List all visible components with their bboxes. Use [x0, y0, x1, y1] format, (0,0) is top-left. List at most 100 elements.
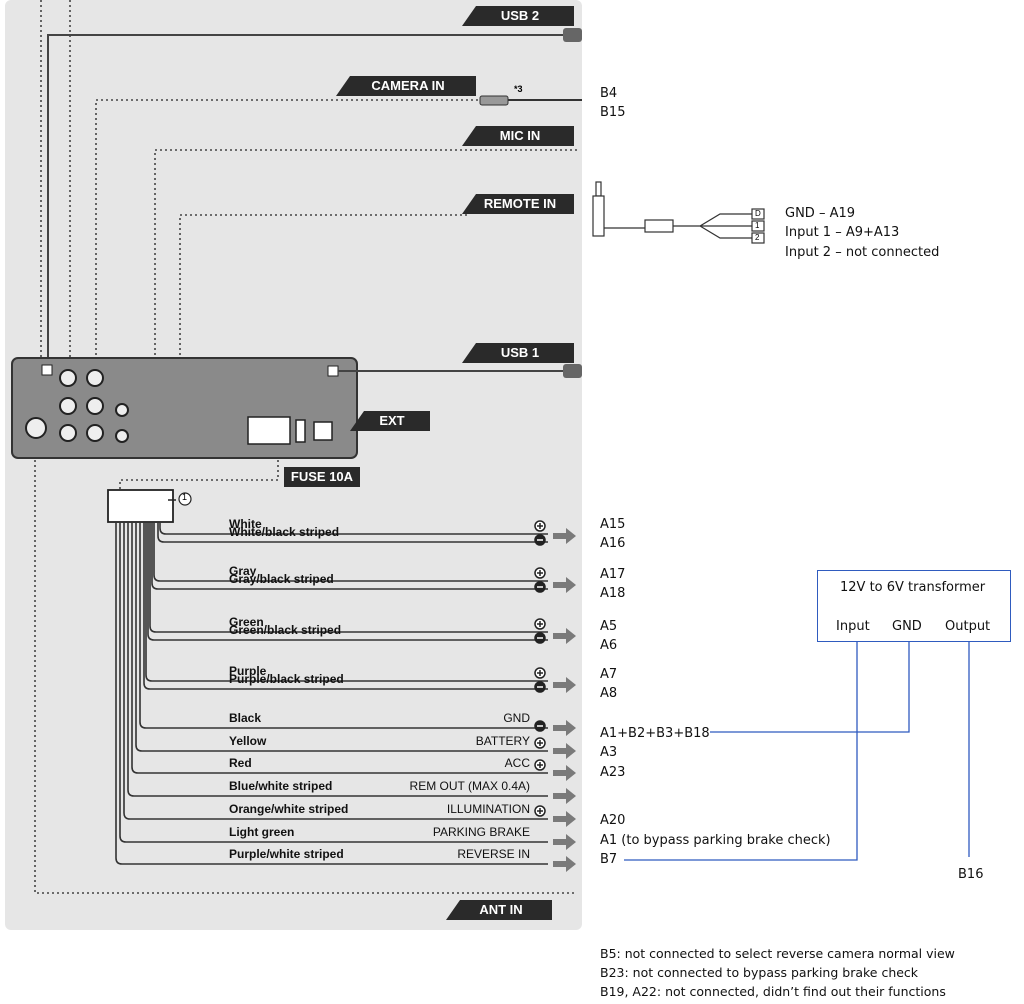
camera-rca-plug [479, 95, 582, 106]
wire-function-label: GND [503, 711, 530, 725]
ext-port [313, 421, 333, 441]
pin-b7: B7 [600, 852, 618, 867]
harness-connector [107, 489, 174, 523]
diagram-panel [5, 0, 582, 930]
transformer-output-pin: B16 [958, 867, 984, 882]
wire-run [153, 522, 548, 582]
plus-icon [534, 567, 546, 579]
input-link-line [624, 642, 858, 861]
wire-run [151, 522, 548, 590]
wire-arrow-icon [553, 834, 576, 850]
remote-mark-1: 1 [755, 221, 760, 230]
wire-arrow-icon [553, 677, 576, 693]
wire-color-label: White [229, 517, 262, 531]
pin-a7: A7 [600, 667, 618, 682]
wire-run [147, 522, 548, 641]
usb1-tag: USB 1 [462, 343, 574, 363]
wire-function-label: ILLUMINATION [446, 802, 530, 816]
fuse-slot [295, 419, 306, 443]
mic-in-tag: MIC IN [462, 126, 574, 146]
remote-in-tag: REMOTE IN [462, 194, 574, 214]
wire-function-label: PARKING BRAKE [432, 825, 530, 839]
pin-a17: A17 [600, 567, 626, 582]
wire-run [157, 522, 548, 543]
wire-run [149, 522, 548, 633]
usb2-tag: USB 2 [462, 6, 574, 26]
wire-color-label: White/black striped [229, 525, 340, 539]
connector-marker-icon [178, 492, 192, 506]
wire-run [159, 522, 548, 535]
wire-arrow-icon [553, 628, 576, 644]
wire-color-label: Blue/white striped [229, 779, 333, 793]
wire-arrow-icon [553, 856, 576, 872]
pin-a8: A8 [600, 686, 618, 701]
transformer-output-label: Output [945, 619, 991, 634]
plus-icon [534, 805, 546, 817]
minus-icon [534, 681, 546, 693]
ext-tag: EXT [350, 411, 430, 431]
wire-color-label: Green [229, 615, 264, 629]
wire-function-label: REVERSE IN [457, 847, 530, 861]
wire-color-label: Orange/white striped [229, 802, 349, 816]
wire-arrow-icon [553, 528, 576, 544]
wire-run [143, 522, 548, 690]
transformer-title: 12V to 6V transformer [840, 580, 986, 595]
usb2-plug [563, 28, 582, 42]
transformer-input-label: Input [836, 619, 870, 634]
plus-icon [534, 520, 546, 532]
wire-function-label: BATTERY [475, 734, 530, 748]
wire-color-label: Purple/white striped [229, 847, 344, 861]
gnd-link-line [710, 642, 910, 733]
camera-pin-b4: B4 [600, 86, 618, 101]
note-b19-a22: B19, A22: not connected, didn’t find out… [600, 984, 946, 999]
plus-icon [534, 667, 546, 679]
wire-run [115, 522, 548, 865]
remote-input1: Input 1 – A9+A13 [785, 225, 900, 240]
wire-color-label: Gray/black striped [229, 572, 334, 586]
pin-a1-bypass: A1 (to bypass parking brake check) [600, 833, 831, 848]
plus-icon [534, 618, 546, 630]
pin-a6: A6 [600, 638, 618, 653]
pin-a23: A23 [600, 765, 626, 780]
remote-mark-d: D [755, 209, 761, 218]
note-b23: B23: not connected to bypass parking bra… [600, 965, 919, 980]
minus-icon [534, 720, 546, 732]
connector-marker-label: 1 [182, 492, 188, 502]
transformer-gnd-label: GND [892, 619, 922, 634]
pin-a16: A16 [600, 536, 626, 551]
wire-arrow-icon [553, 811, 576, 827]
wire-arrow-icon [553, 743, 576, 759]
wire-run [123, 522, 548, 820]
remote-input2: Input 2 – not connected [785, 245, 940, 260]
wire-run [131, 522, 548, 774]
wire-run [145, 522, 548, 682]
remote-mark-2: 2 [755, 233, 760, 242]
wire-arrow-icon [553, 720, 576, 736]
wire-run [127, 522, 548, 797]
pin-gnd-group: A1+B2+B3+B18 [600, 726, 710, 741]
pin-a15: A15 [600, 517, 626, 532]
plus-icon [534, 737, 546, 749]
note-b5: B5: not connected to select reverse came… [600, 946, 955, 961]
minus-icon [534, 632, 546, 644]
ant-in-tag: ANT IN [446, 900, 552, 920]
wire-color-label: Black [229, 711, 262, 725]
transformer-box [817, 570, 1011, 642]
fuse-tag: FUSE 10A [284, 467, 360, 487]
wire-color-label: Yellow [229, 734, 267, 748]
remote-plug [592, 181, 765, 244]
wire-color-label: Purple/black striped [229, 672, 344, 686]
wire-arrow-icon [553, 765, 576, 781]
wire-color-label: Light green [229, 825, 295, 839]
wire-arrow-icon [553, 788, 576, 804]
wire-color-label: Purple [229, 664, 267, 678]
pin-a5: A5 [600, 619, 618, 634]
camera-pin-b15: B15 [600, 105, 626, 120]
camera-in-tag: CAMERA IN [336, 76, 476, 96]
wire-run [139, 522, 548, 729]
wire-color-label: Red [229, 756, 252, 770]
pin-a20: A20 [600, 813, 626, 828]
camera-note-mark: *3 [514, 84, 523, 94]
pin-a3: A3 [600, 745, 618, 760]
